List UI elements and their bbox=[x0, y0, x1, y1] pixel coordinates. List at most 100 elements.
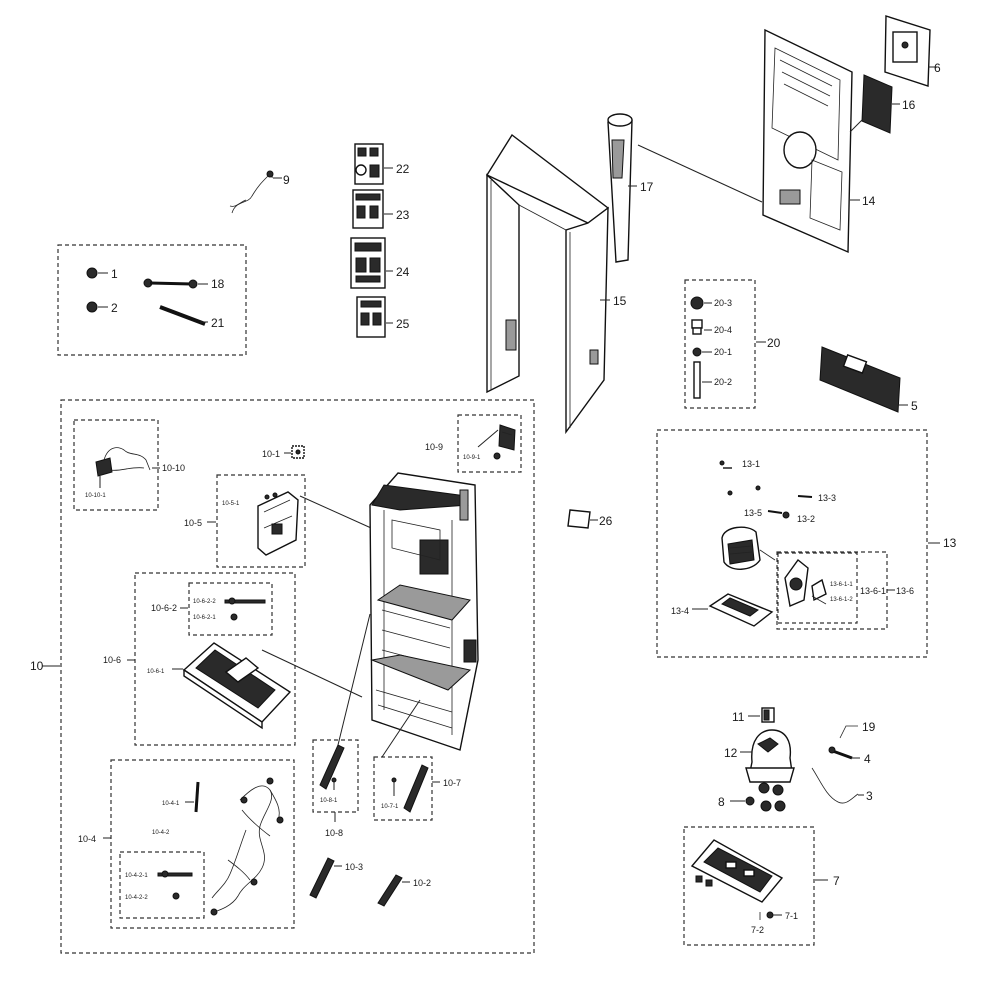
part-10-9-bracket bbox=[477, 424, 516, 460]
label-4: 4 bbox=[864, 752, 871, 766]
label-13-6-1-1: 13-6-1-1 bbox=[830, 582, 853, 588]
part-20-assembly bbox=[690, 296, 766, 399]
part-10-inner-cabinet bbox=[42, 472, 479, 751]
part-4-valve bbox=[828, 746, 860, 760]
label-10-6-1: 10-6-1 bbox=[147, 669, 165, 675]
label-25: 25 bbox=[396, 317, 410, 331]
label-10-7-1: 10-7-1 bbox=[381, 804, 399, 810]
part-12-compressor bbox=[740, 729, 795, 783]
group-box-fasteners bbox=[57, 244, 247, 356]
label-13-1: 13-1 bbox=[742, 459, 760, 469]
label-11: 11 bbox=[732, 710, 745, 724]
part-24-board bbox=[350, 237, 393, 289]
label-24: 24 bbox=[396, 265, 410, 279]
label-10-4-2-2: 10-4-2-2 bbox=[125, 895, 148, 901]
label-3: 3 bbox=[866, 789, 873, 803]
label-20-1: 20-1 bbox=[714, 347, 732, 357]
part-10-10-sensor-harness bbox=[95, 447, 160, 488]
group-box-20 bbox=[684, 279, 756, 409]
label-13-3: 13-3 bbox=[818, 493, 836, 503]
label-10-10: 10-10 bbox=[162, 463, 185, 473]
label-10-5-1: 10-5-1 bbox=[222, 501, 240, 507]
label-20-3: 20-3 bbox=[714, 298, 732, 308]
part-11-relay bbox=[748, 707, 775, 723]
label-8: 8 bbox=[718, 795, 725, 809]
label-10-9: 10-9 bbox=[425, 442, 443, 452]
label-10-8: 10-8 bbox=[325, 828, 343, 838]
part-19-pipe bbox=[839, 725, 858, 739]
part-17-duct bbox=[607, 113, 637, 263]
label-20: 20 bbox=[767, 336, 781, 350]
part-10-6-drawer-cover bbox=[127, 597, 363, 730]
label-13: 13 bbox=[943, 536, 957, 550]
label-10-6-2-2: 10-6-2-2 bbox=[193, 599, 216, 605]
label-10-4: 10-4 bbox=[78, 834, 96, 844]
label-10-9-1: 10-9-1 bbox=[463, 455, 481, 461]
part-10-2-rail bbox=[377, 874, 410, 907]
label-10-6-2-1: 10-6-2-1 bbox=[193, 615, 216, 621]
label-13-6-1: 13-6-1 bbox=[860, 586, 886, 596]
label-7: 7 bbox=[833, 874, 840, 888]
part-2-screw bbox=[86, 301, 108, 313]
label-19: 19 bbox=[862, 720, 876, 734]
part-23-board bbox=[352, 189, 393, 229]
part-10-8-rail bbox=[319, 613, 371, 822]
part-26-plate bbox=[567, 509, 598, 529]
label-2: 2 bbox=[111, 301, 118, 315]
label-17: 17 bbox=[640, 180, 654, 194]
label-20-2: 20-2 bbox=[714, 377, 732, 387]
label-10-8-1: 10-8-1 bbox=[320, 798, 338, 804]
group-box-13-6-1 bbox=[777, 552, 858, 624]
label-23: 23 bbox=[396, 208, 410, 222]
group-box-13 bbox=[656, 429, 928, 658]
label-10-4-1: 10-4-1 bbox=[162, 801, 180, 807]
group-box-10-10 bbox=[73, 419, 159, 511]
label-10-6: 10-6 bbox=[103, 655, 121, 665]
group-box-10-5 bbox=[216, 474, 306, 568]
label-13-2: 13-2 bbox=[797, 514, 815, 524]
part-10-3-rail bbox=[309, 857, 342, 899]
part-9-wire-harness bbox=[229, 170, 282, 214]
label-10-4-2-1: 10-4-2-1 bbox=[125, 873, 148, 879]
group-box-10-6 bbox=[134, 572, 296, 746]
group-box-10-4 bbox=[110, 759, 295, 929]
label-15: 15 bbox=[613, 294, 627, 308]
label-13-6: 13-6 bbox=[896, 586, 914, 596]
part-8-grommets bbox=[730, 782, 786, 812]
part-10-1-clip bbox=[284, 445, 305, 459]
label-10-2: 10-2 bbox=[413, 878, 431, 888]
group-box-10-6-2 bbox=[188, 582, 273, 636]
label-10-6-2: 10-6-2 bbox=[151, 603, 177, 613]
part-13-fan-assembly bbox=[692, 460, 940, 627]
group-box-10-4-2 bbox=[119, 851, 205, 919]
label-10-5: 10-5 bbox=[184, 518, 202, 528]
label-20-4: 20-4 bbox=[714, 325, 732, 335]
part-15-cabinet-case bbox=[485, 133, 610, 435]
label-7-1: 7-1 bbox=[785, 911, 798, 921]
label-9: 9 bbox=[283, 173, 290, 187]
label-10-3: 10-3 bbox=[345, 862, 363, 872]
part-16-grille bbox=[849, 74, 900, 134]
label-10-10-1: 10-10-1 bbox=[85, 493, 106, 499]
label-5: 5 bbox=[911, 399, 918, 413]
label-13-6-1-2: 13-6-1-2 bbox=[830, 597, 853, 603]
part-21-strip bbox=[159, 305, 208, 326]
part-3-tube bbox=[811, 767, 864, 804]
group-box-10-7 bbox=[373, 756, 433, 821]
part-10-7-rail bbox=[381, 699, 440, 813]
part-13-6-fan-motor bbox=[784, 558, 895, 607]
part-5-panel bbox=[819, 346, 908, 413]
label-6: 6 bbox=[934, 61, 941, 75]
label-13-4: 13-4 bbox=[671, 606, 689, 616]
part-10-5-housing bbox=[207, 491, 381, 556]
part-22-board bbox=[354, 143, 393, 185]
label-10: 10 bbox=[30, 659, 44, 673]
label-16: 16 bbox=[902, 98, 916, 112]
label-10-4-2: 10-4-2 bbox=[152, 830, 170, 836]
label-1: 1 bbox=[111, 267, 118, 281]
part-25-board bbox=[356, 296, 393, 338]
label-18: 18 bbox=[211, 277, 225, 291]
group-box-7 bbox=[683, 826, 815, 946]
label-14: 14 bbox=[862, 194, 876, 208]
